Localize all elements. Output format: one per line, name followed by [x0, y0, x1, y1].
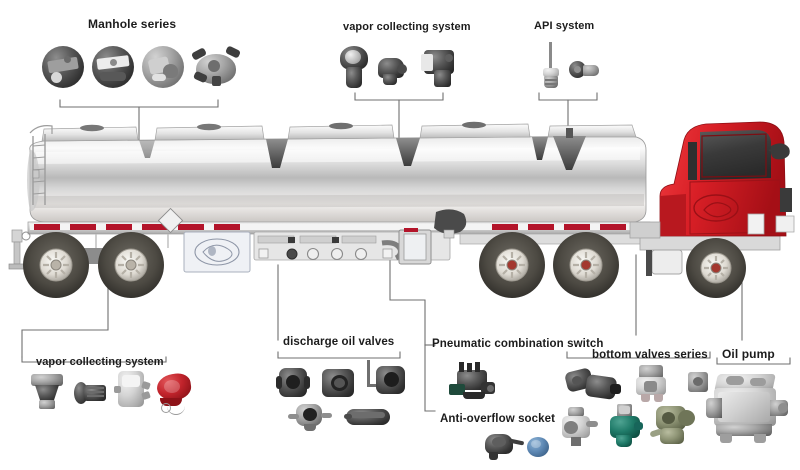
- part-bottom-valve-teal: [608, 404, 644, 448]
- part-oil-pump-housing: [706, 372, 794, 448]
- callout-label-vapor-collecting-system-top: vapor collecting system: [343, 21, 471, 33]
- part-discharge-valve-flanged: [320, 368, 356, 398]
- part-pneumatic-switch-manifold: [447, 362, 497, 402]
- callout-label-anti-overflow-socket: Anti-overflow socket: [440, 413, 556, 425]
- callout-label-vapor-collecting-system-bottom: vapor collecting system: [36, 356, 164, 368]
- part-manhole-cover-assembly: [190, 42, 242, 90]
- part-manhole-cover-round-b: [92, 46, 134, 88]
- tanker-trailer-tank: [27, 121, 647, 224]
- reflective-tape: [30, 224, 650, 230]
- part-bottom-valve-dark-pair: [563, 367, 622, 404]
- part-bottom-valve-small: [688, 372, 710, 394]
- part-vapor-dust-cap-red: [155, 371, 201, 418]
- part-discharge-valve-lever: [364, 360, 406, 400]
- trailer-wheels-rear: [23, 232, 164, 298]
- part-vapor-valve-block: [420, 48, 456, 88]
- logo-panel: [183, 231, 251, 273]
- part-vapor-threaded-nipple: [74, 380, 108, 406]
- part-api-adapter-cap: [568, 58, 600, 84]
- callout-label-api-system: API system: [534, 20, 595, 32]
- underside-piping: [253, 228, 451, 265]
- part-bottom-valve-angle: [562, 407, 600, 447]
- fifth-wheel-coupler: [629, 221, 661, 239]
- part-vapor-valve-elbow: [376, 56, 408, 86]
- tractor-drive-wheels: [479, 232, 619, 298]
- part-api-rod-valve: [540, 42, 562, 90]
- part-manhole-cover-round-c: [142, 46, 184, 88]
- part-manhole-cover-round-a: [42, 46, 84, 88]
- part-bottom-valve-grey-block: [635, 365, 669, 403]
- part-bottom-valve-olive-cluster: [649, 404, 698, 448]
- callout-label-oil-pump: Oil pump: [722, 347, 775, 361]
- part-anti-overflow-cap-blue: [527, 437, 551, 459]
- part-vapor-coupler-body: [114, 370, 151, 410]
- part-discharge-valve-winged: [288, 402, 332, 432]
- cab-door-logo: [693, 194, 739, 222]
- tractor-cab: [639, 121, 795, 298]
- part-vapor-valve-domed: [340, 46, 368, 90]
- part-vapor-adapter-cone: [30, 372, 64, 410]
- callout-label-discharge-oil-valves: discharge oil valves: [283, 336, 395, 348]
- part-anti-overflow-socket-body: [483, 432, 525, 462]
- callout-label-pneumatic-combination-switch: Pneumatic combination switch: [432, 338, 604, 350]
- pneumatic-switch-on-vehicle: [434, 209, 467, 239]
- callout-label-bottom-valves-series: bottom valves series: [592, 349, 708, 361]
- part-discharge-valve-flat-cap: [344, 406, 392, 428]
- callout-label-manhole-series: Manhole series: [88, 17, 177, 31]
- placard-diamond: [157, 207, 184, 234]
- part-discharge-valve-barrel: [276, 367, 312, 399]
- side-mirror: [768, 143, 790, 160]
